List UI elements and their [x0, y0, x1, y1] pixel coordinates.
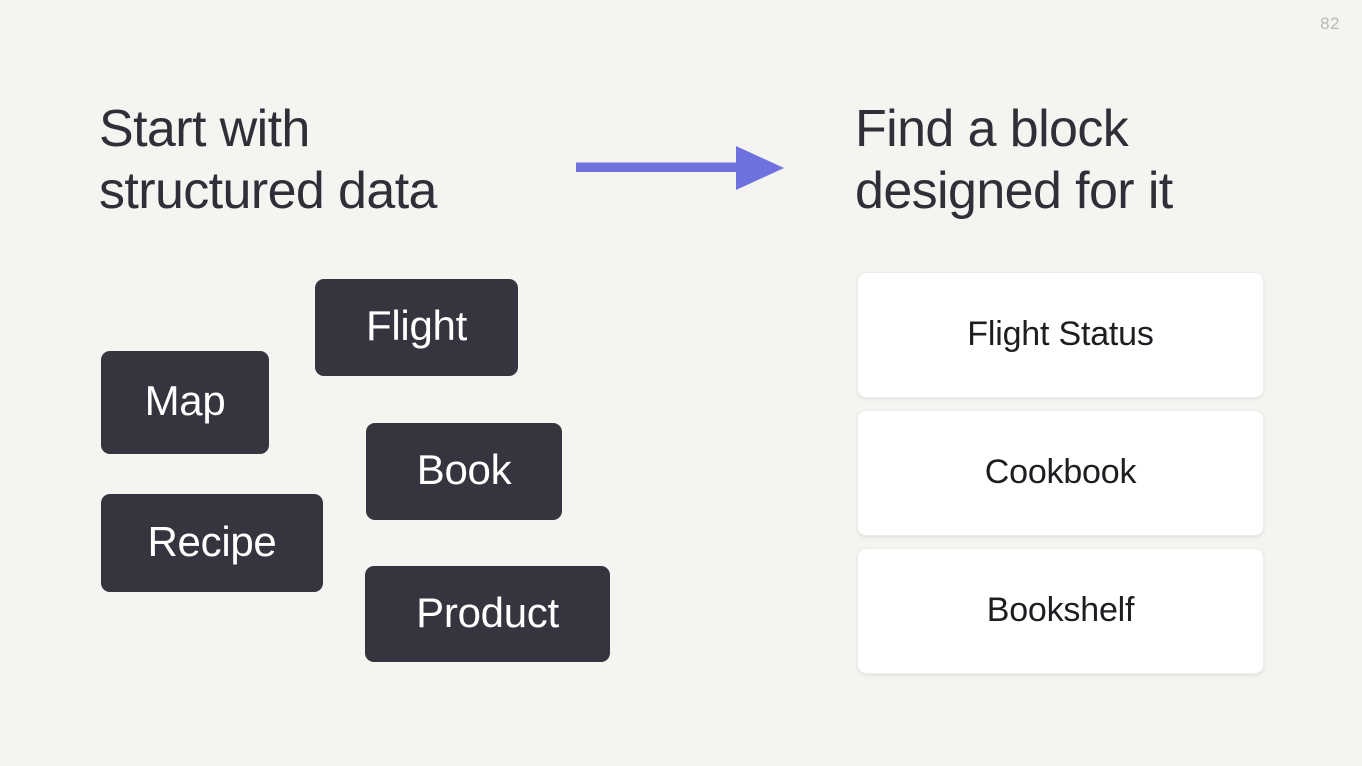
arrow-right-icon	[576, 142, 788, 194]
block-card-label: Cookbook	[984, 453, 1137, 491]
right-heading: Find a block designed for it	[855, 100, 1173, 220]
block-card-label: Bookshelf	[986, 591, 1135, 629]
data-chip-product: Product	[365, 566, 610, 662]
page-number: 82	[1320, 14, 1340, 33]
block-card-bookshelf[interactable]: Bookshelf	[857, 548, 1264, 674]
data-chip-recipe: Recipe	[101, 494, 323, 592]
data-chip-flight: Flight	[315, 279, 518, 376]
block-card-cookbook[interactable]: Cookbook	[857, 410, 1264, 536]
left-heading: Start with structured data	[99, 100, 437, 220]
data-chip-map: Map	[101, 351, 269, 454]
data-chip-book: Book	[366, 423, 562, 520]
block-card-label: Flight Status	[967, 315, 1154, 353]
block-card-flight-status[interactable]: Flight Status	[857, 272, 1264, 398]
